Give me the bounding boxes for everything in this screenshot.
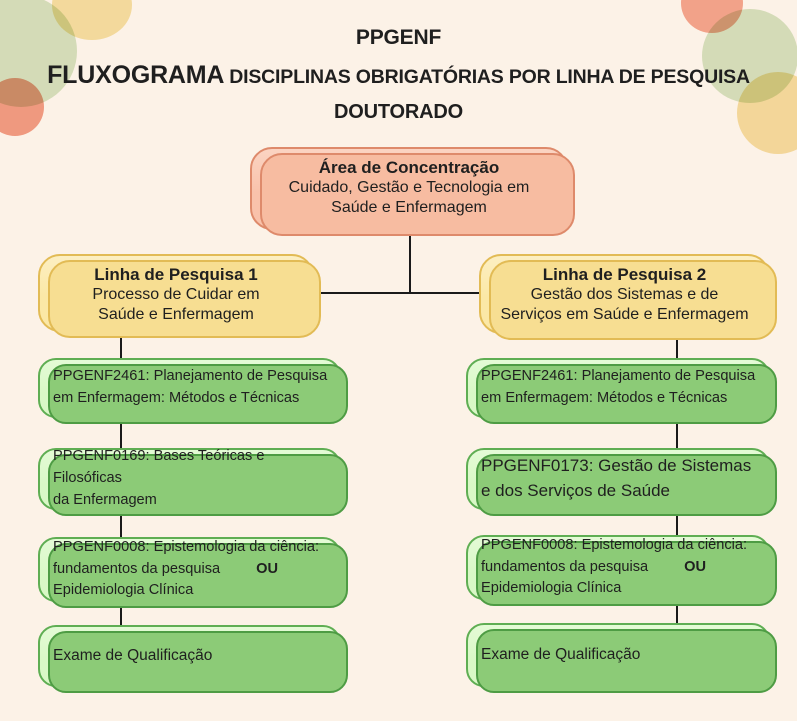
connector-line [120, 509, 122, 537]
course-line: PPGENF0008: Epistemologia da ciência: [53, 538, 320, 555]
course-line-text: fundamentos da pesquisa [53, 560, 221, 577]
or-label: OU [256, 560, 279, 577]
course-line: em Enfermagem: Métodos e Técnicas [481, 390, 728, 406]
connector-line [676, 334, 678, 358]
course-line: em Enfermagem: Métodos e Técnicas [53, 390, 300, 406]
area-concentracao-box: Área de Concentração Cuidado, Gestão e T… [250, 147, 575, 236]
area-concentracao-line: Cuidado, Gestão e Tecnologia em [288, 179, 530, 197]
linha-pesquisa-2-line: Gestão dos Sistemas e de [530, 286, 719, 304]
connector-line [676, 417, 678, 448]
linha-pesquisa-1-line: Processo de Cuidar em [92, 286, 260, 304]
area-concentracao-line: Saúde e Enfermagem [331, 198, 487, 216]
area-concentracao-title: Área de Concentração [318, 158, 500, 177]
course-line: fundamentos da pesquisa OU [53, 559, 329, 581]
course-line: PPGENF0173: Gestão de Sistemas [481, 456, 752, 476]
connector-line [120, 601, 122, 625]
course-box-ppgenf0169: PPGENF0169: Bases Teóricas e Filosóficas… [38, 448, 348, 516]
connector-line [120, 417, 122, 448]
page-title-lead: FLUXOGRAMA [47, 61, 225, 89]
course-line: e dos Serviços de Saúde [481, 481, 671, 500]
course-line: PPGENF0169: Bases Teóricas e Filosóficas [53, 448, 265, 487]
connector-line [676, 509, 678, 535]
course-line: fundamentos da pesquisa OU [481, 557, 758, 579]
connector-line [120, 332, 122, 358]
course-line: Epidemiologia Clínica [481, 580, 622, 597]
linha-pesquisa-1-line: Saúde e Enfermagem [98, 305, 254, 323]
course-box-ppgenf0173: PPGENF0173: Gestão de Sistemas e dos Ser… [466, 448, 777, 516]
course-box-ppgenf0008: PPGENF0008: Epistemologia da ciência: fu… [466, 535, 777, 606]
program-title: PPGENF [355, 26, 442, 49]
linha-pesquisa-2-line: Serviços em Saúde e Enfermagem [500, 305, 749, 323]
connector-line [409, 230, 411, 294]
or-label: OU [684, 558, 707, 575]
course-box-ppgenf2461: PPGENF2461: Planejamento de Pesquisa em … [466, 358, 777, 424]
degree-level-title: DOUTORADO [334, 101, 463, 123]
course-line: PPGENF2461: Planejamento de Pesquisa [53, 368, 328, 385]
linha-pesquisa-1-title: Linha de Pesquisa 1 [94, 265, 258, 284]
course-box-ppgenf0008: PPGENF0008: Epistemologia da ciência: fu… [38, 537, 348, 608]
exame-qualificacao-box: Exame de Qualificação [38, 625, 348, 693]
course-line: da Enfermagem [53, 491, 157, 508]
course-line: Epidemiologia Clínica [53, 582, 194, 599]
decor-circle-yellow-topright [737, 72, 797, 154]
exam-label: Exame de Qualificação [481, 646, 641, 664]
page-title-rest: DISCIPLINAS OBRIGATÓRIAS POR LINHA DE PE… [229, 66, 750, 88]
course-box-ppgenf2461: PPGENF2461: Planejamento de Pesquisa em … [38, 358, 348, 424]
exame-qualificacao-box: Exame de Qualificação [466, 623, 777, 693]
course-line-text: fundamentos da pesquisa [481, 558, 649, 575]
connector-line [313, 292, 480, 294]
linha-pesquisa-2-title: Linha de Pesquisa 2 [542, 265, 707, 284]
exam-label: Exame de Qualificação [53, 647, 213, 665]
course-line: PPGENF2461: Planejamento de Pesquisa [481, 368, 756, 385]
course-line: PPGENF0008: Epistemologia da ciência: [481, 536, 748, 553]
linha-pesquisa-2-box: Linha de Pesquisa 2 Gestão dos Sistemas … [479, 254, 777, 340]
connector-line [676, 599, 678, 623]
linha-pesquisa-1-box: Linha de Pesquisa 1 Processo de Cuidar e… [38, 254, 321, 338]
